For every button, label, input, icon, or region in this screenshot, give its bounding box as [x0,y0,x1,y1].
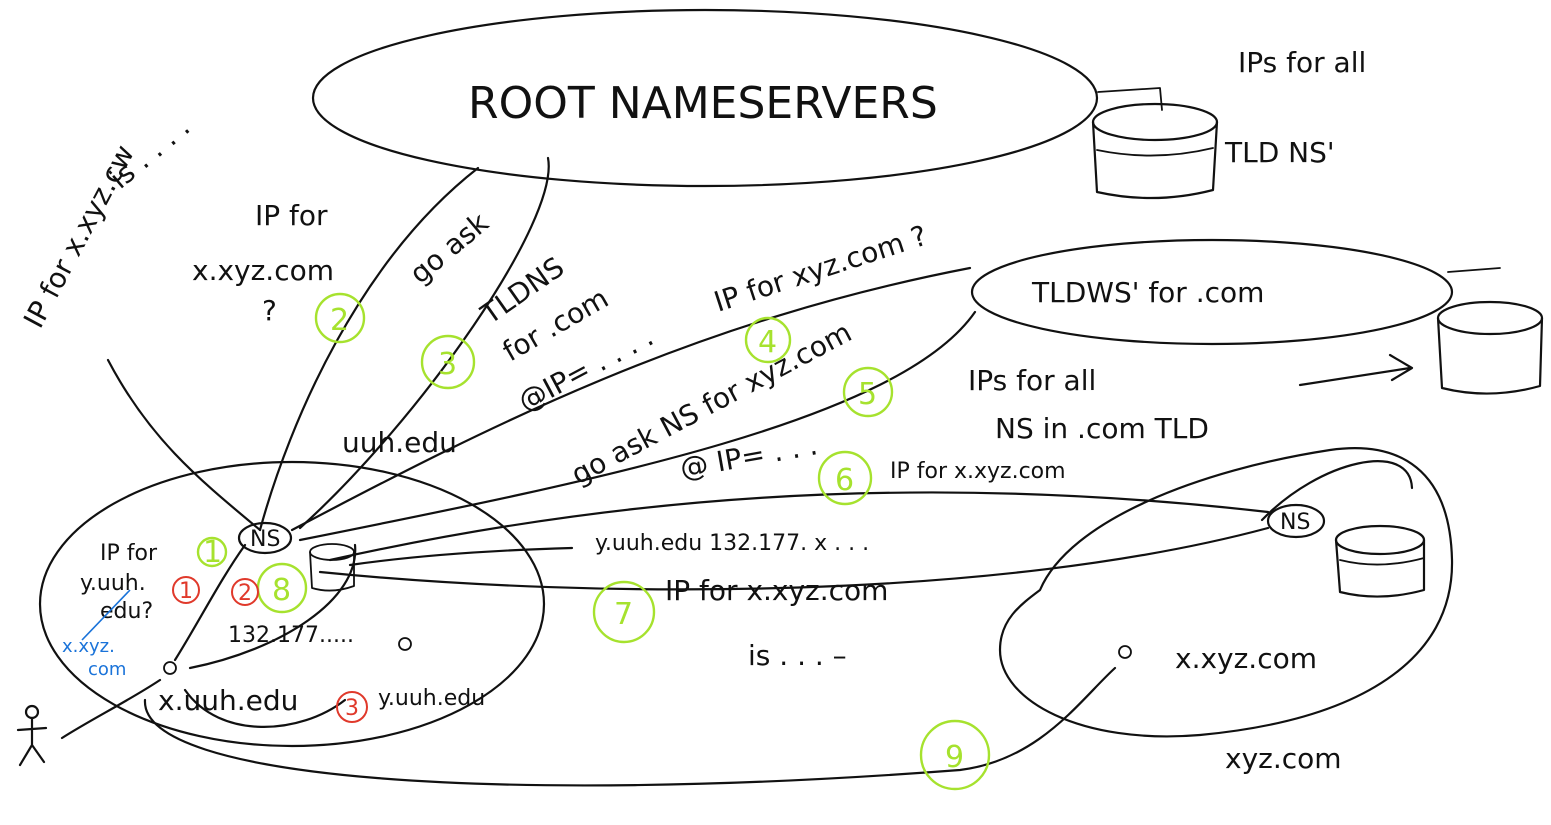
host-y-uuh-label: y.uuh.edu [378,686,485,711]
tld-note-line1: IPs for all [968,364,1096,397]
step-marker-3: 3 [420,334,476,390]
svg-text:3: 3 [438,347,457,382]
tld-database-icon [1436,267,1544,395]
step-marker-9: 9 [919,719,991,791]
svg-text:9: 9 [945,740,964,775]
svg-text:3: 3 [345,696,359,721]
local-ns-node [237,521,293,555]
step-marker-7: 7 [592,580,656,644]
red-step-marker-3: 3 [336,691,368,723]
ip-for-y-line3: edu? [100,599,153,624]
query-arrows [60,156,1414,787]
host-x-xyz-node [1118,645,1132,659]
local-ns-database-icon [309,543,355,592]
xyz-domain-label: xyz.com [1225,742,1342,775]
svg-text:2: 2 [238,581,252,606]
x-answer-line1: IP for x.xyz.com [665,574,888,607]
uuh-domain-ellipse [38,460,546,748]
step-marker-5: 5 [842,366,894,418]
remote-ns-label: NS [1280,510,1310,535]
red-step-marker-2: 2 [231,578,259,606]
uuh-domain-label: uuh.edu [342,426,457,459]
ip-for-y-line1: IP for [100,541,158,566]
svg-text:8: 8 [272,573,291,608]
host-x-uuh-label: x.uuh.edu [158,684,298,717]
host-y-uuh-node [398,637,412,651]
remote-ns-node [1266,503,1326,539]
svg-text:5: 5 [858,377,877,412]
local-ns-label: NS [250,527,280,552]
red-step-marker-1: 1 [172,576,200,604]
blue-note-line2: com [88,659,126,680]
svg-text:1: 1 [203,535,222,570]
step-marker-6: 6 [817,450,873,506]
ip-partial-label: 132.177..... [228,623,354,648]
svg-text:7: 7 [614,597,633,632]
root-nameservers-ellipse [311,8,1099,188]
step-marker-4: 4 [744,316,792,364]
svg-text:2: 2 [330,303,349,338]
step-marker-8: 8 [256,562,308,614]
go-ask-line1: go ask [403,206,495,291]
tld-note-arrow [1298,353,1414,387]
host-x-uuh-node [163,661,177,675]
step-marker-1: 1 [196,535,228,570]
root-query-line1: IP for [255,199,328,232]
svg-text:1: 1 [179,579,193,604]
ip-for-y-line2: y.uuh. [80,571,146,596]
root-nameservers-label: ROOT NAMESERVERS [468,78,938,129]
svg-text:4: 4 [758,325,777,360]
tld-com-label: TLDWS' for .com [1031,276,1264,309]
host-x-xyz-label: x.xyz.com [1175,642,1317,675]
svg-text:6: 6 [835,463,854,498]
tld-com-ellipse [970,238,1454,346]
step-marker-2: 2 [314,292,366,344]
root-database-icon [1091,87,1219,200]
root-db-note-line1: IPs for all [1238,46,1366,79]
y-answer-label: y.uuh.edu 132.177. x . . . [595,531,869,556]
root-query-line3: ? [262,294,277,327]
root-query-line2: x.xyz.com [192,254,334,287]
xyz-domain-outline [998,447,1454,738]
x-answer-line2: is . . . – [748,639,847,672]
user-stick-figure [16,704,48,767]
remote-ns-database-icon [1334,524,1426,598]
blue-note-line1: x.xyz. [62,636,115,657]
blue-strike-mark [81,589,131,641]
tld-note-line2: NS in .com TLD [995,412,1209,445]
root-db-note-line2: TLD NS' [1224,136,1335,169]
remote-query-label: IP for x.xyz.com [890,459,1066,484]
